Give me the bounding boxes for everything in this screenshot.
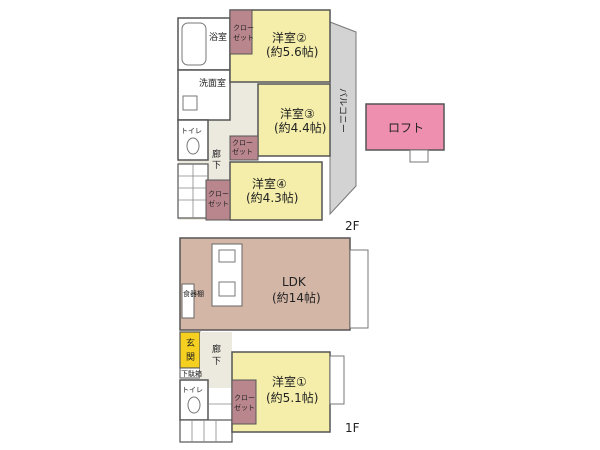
floor-label-1f: 1F	[345, 421, 360, 435]
loft-label: ロフト	[388, 121, 424, 135]
room-1-size: (約5.1帖)	[266, 390, 318, 405]
closet-c-label-1: クロー	[208, 190, 229, 198]
bath-label: 浴室	[209, 31, 227, 43]
wash-label: 洗面室	[199, 77, 226, 89]
room-2-label: 洋室②	[272, 30, 307, 45]
closet-b	[229, 135, 259, 161]
bath-room	[177, 17, 231, 71]
stove-icon	[218, 281, 236, 297]
room-3-size: (約4.4帖)	[274, 120, 326, 135]
closet-c	[205, 179, 231, 221]
entrance-label-2: 関	[186, 352, 195, 363]
closet-1f	[231, 379, 257, 425]
entrance-label-1: 玄	[186, 337, 195, 349]
room-1-label: 洋室①	[272, 374, 307, 389]
hall-label-2f-2: 下	[212, 161, 221, 171]
hall-1f	[200, 332, 232, 388]
bathtub-icon	[181, 22, 207, 66]
room-3-label: 洋室③	[280, 106, 315, 121]
ldk-size: (約14帖)	[272, 290, 321, 305]
kitchen-counter	[211, 243, 243, 307]
toilet-icon-2f	[186, 137, 200, 155]
hall-label-2f-1: 廊	[212, 148, 221, 160]
closet-b-label-2: ゼット	[232, 147, 253, 156]
toilet-label-1f: トイレ	[182, 386, 203, 394]
sink-icon	[218, 249, 236, 263]
window-ldk	[349, 249, 369, 329]
toilet-label-2f: トイレ	[181, 127, 202, 135]
floor-label-2f: 2F	[345, 219, 360, 233]
toilet-room-2f	[177, 119, 209, 161]
stairs-1f	[179, 419, 233, 443]
closet-c-label-2: ゼット	[208, 199, 229, 208]
closet-a-label-2: ゼット	[233, 33, 254, 42]
second-floor: 浴室 洗面室 トイレ 廊 下 クロー ゼット 洋室② (約5.6帖) クロー ゼ…	[177, 9, 445, 233]
ldk-room	[179, 237, 351, 331]
room-2-size: (約5.6帖)	[266, 44, 318, 59]
balcony-label: バルコニー	[337, 88, 348, 133]
closet-1f-label-1: クロー	[234, 394, 255, 402]
loft	[365, 103, 445, 151]
loft-ladder	[409, 149, 429, 163]
wash-room	[177, 69, 231, 121]
window-room-1	[329, 355, 345, 405]
pantry-label: 食器棚	[183, 289, 204, 298]
closet-a-label-1: クロー	[233, 24, 254, 32]
shoe-cabinet-label: 下駄箱	[181, 369, 202, 378]
closet-1f-label-2: ゼット	[234, 403, 255, 412]
closet-b-label-1: クロー	[232, 139, 253, 147]
hall-label-1f-1: 廊	[212, 343, 221, 355]
washbasin-icon	[182, 95, 198, 111]
room-4-size: (約4.3帖)	[246, 190, 298, 205]
pantry	[181, 283, 195, 319]
closet-a	[229, 9, 253, 55]
room-4-label: 洋室④	[252, 176, 287, 191]
room-4	[229, 161, 323, 221]
ldk-label: LDK	[282, 275, 307, 289]
room-3	[257, 83, 331, 157]
toilet-icon-1f	[187, 396, 201, 414]
hall-label-1f-2: 下	[212, 357, 221, 367]
first-floor: LDK (約14帖) 食器棚 玄 関 下駄箱 廊 下 トイレ クロー ゼット 洋…	[179, 237, 369, 443]
